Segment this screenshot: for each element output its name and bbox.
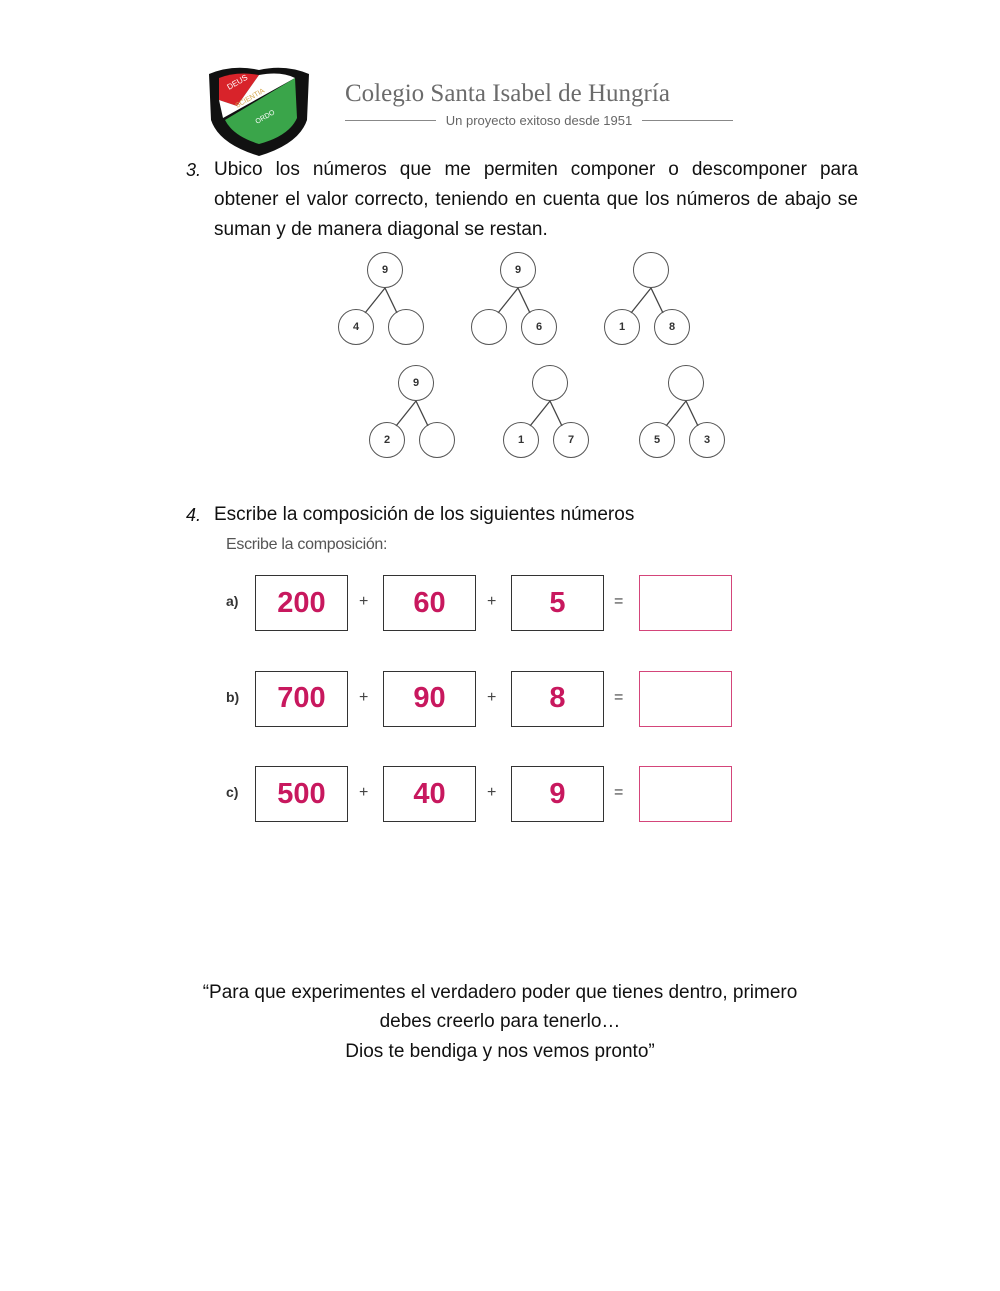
plus-sign: + [487,784,497,801]
equals-sign: = [614,688,624,706]
addend-box: 8 [511,670,604,727]
tree-connector [665,400,687,427]
tree-4-top-circle: 9 [398,365,434,401]
tree-connector-lines [364,287,699,427]
tree-3-top-circle[interactable] [633,252,669,288]
plus-sign: + [487,593,497,610]
tree-3-right-circle: 8 [654,309,690,345]
addend-box: 200 [255,575,348,631]
addend-box: 90 [383,670,476,727]
tree-6-left-circle: 5 [639,422,675,458]
tree-connector [364,287,386,314]
tree-5-left-circle: 1 [503,422,539,458]
plus-sign: + [359,784,369,801]
tree-connector [395,400,417,427]
plus-sign: + [359,688,369,706]
tree-3-left-circle: 1 [604,309,640,345]
tree-6-top-circle[interactable] [668,365,704,401]
tree-connector [497,287,519,314]
tree-connector [685,400,699,427]
quote-line-1: “Para que experimentes el verdadero pode… [202,982,798,1003]
addend-box: 500 [255,766,348,822]
row-label: c) [226,784,239,800]
tree-1-top-circle: 9 [367,252,403,288]
addend-box: 60 [383,575,476,631]
tree-connector [549,400,563,427]
tree-connector [384,287,398,314]
answer-box[interactable] [639,575,732,631]
tree-2-right-circle: 6 [521,309,557,345]
school-logo: DEUS SCIENTIA ORDO [209,67,309,156]
tree-1-right-circle[interactable] [388,309,424,345]
equals-sign: = [614,784,624,801]
tree-connector [650,287,664,314]
tree-4-left-circle: 2 [369,422,405,458]
tagline-text: Un proyecto exitoso desde 1951 [445,113,633,128]
addend-box: 700 [255,670,348,727]
tree-2-left-circle[interactable] [471,309,507,345]
school-tagline: Un proyecto exitoso desde 1951 [345,113,733,128]
tree-connector [415,400,429,427]
addend-box: 5 [511,575,604,631]
tree-4-right-circle[interactable] [419,422,455,458]
tree-connector [529,400,551,427]
quote-line-2: debes creerlo para tenerlo… [379,1011,621,1032]
tree-connector [630,287,652,314]
plus-sign: + [487,688,497,706]
answer-box[interactable] [639,670,732,727]
exercise-3-instructions: Ubico los números que me permiten compon… [214,159,858,240]
row-label: b) [226,688,240,705]
divider [642,120,733,121]
exercise-4-number: 4. [186,505,202,525]
exercise-3-number: 3. [186,160,202,180]
quote-line-3: Dios te bendiga y nos vemos pronto” [345,1041,655,1062]
tree-connector [517,287,531,314]
row-label: a) [226,593,239,609]
plus-sign: + [359,593,369,610]
tree-5-right-circle: 7 [553,422,589,458]
school-name: Colegio Santa Isabel de Hungría [345,80,670,107]
tree-5-top-circle[interactable] [532,365,568,401]
tree-1-left-circle: 4 [338,309,374,345]
divider [345,120,436,121]
composition-subtitle: Escribe la composición: [226,536,388,553]
equals-sign: = [614,593,624,610]
tree-2-top-circle: 9 [500,252,536,288]
answer-box[interactable] [639,766,732,822]
exercise-4-instructions: Escribe la composición de los siguientes… [214,504,635,525]
addend-box: 9 [511,766,604,822]
addend-box: 40 [383,766,476,822]
tree-6-right-circle: 3 [689,422,725,458]
